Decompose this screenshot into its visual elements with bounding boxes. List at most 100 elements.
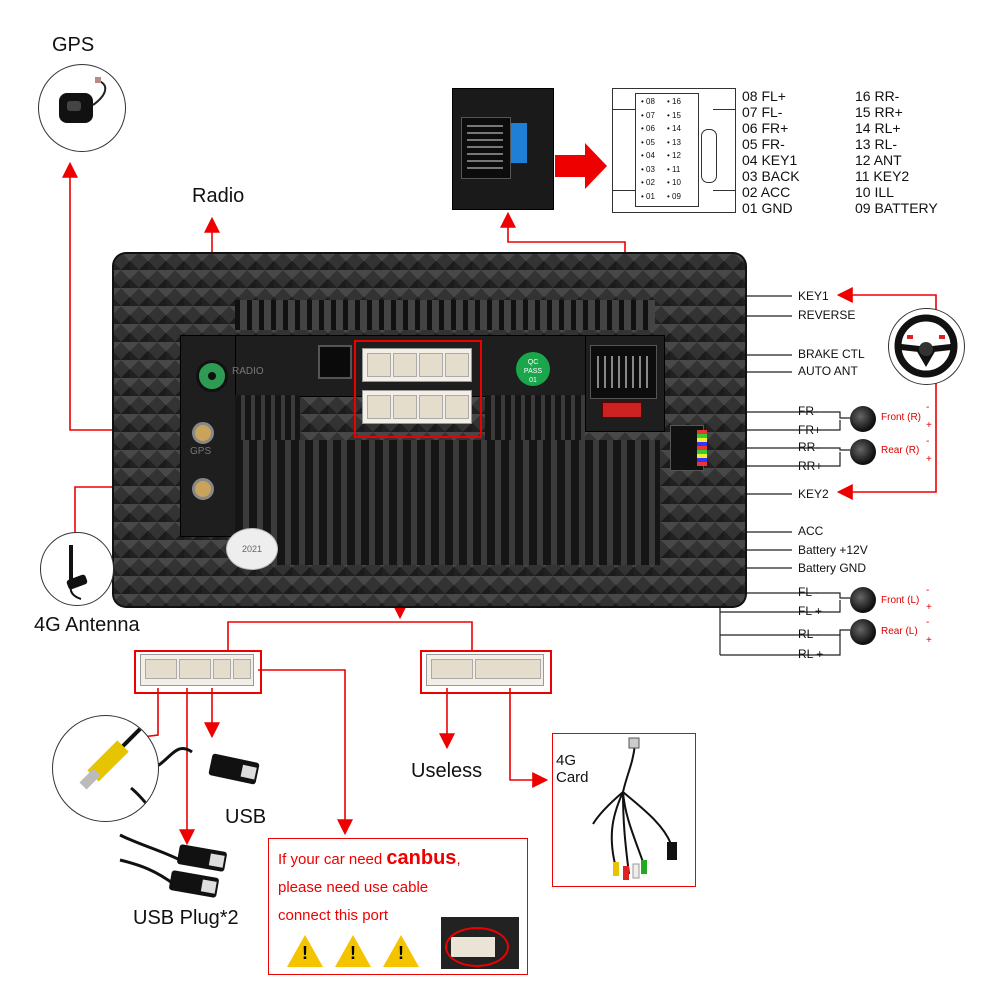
wire-auto-ant: AUTO ANT — [798, 364, 858, 378]
pin-number: • 11 — [667, 164, 681, 174]
wire-rl-plus: RL + — [798, 647, 824, 661]
pin-number: • 03 — [641, 164, 655, 174]
heatsink-top — [235, 300, 655, 330]
left-connector — [140, 654, 254, 686]
speaker-front-l-label: Front (L) — [881, 595, 920, 606]
pin-label: 15 RR+ — [855, 104, 903, 120]
wire-rr-plus: RR+ — [798, 459, 823, 473]
canbus-line-1-suffix: , — [456, 851, 461, 868]
warning-icon — [383, 935, 419, 967]
canbus-line-1: If your car need canbus, — [278, 847, 461, 870]
wire-rl-minus: RL - — [798, 627, 821, 641]
speaker-sign: - — [926, 402, 930, 413]
pin-label: 05 FR- — [742, 136, 785, 152]
right-connector-highlight — [420, 650, 552, 694]
harness-socket — [590, 345, 657, 399]
canbus-note-box: If your car need canbus, please need use… — [268, 838, 528, 975]
wire-battery-12v: Battery +12V — [798, 543, 868, 557]
wire-reverse: REVERSE — [798, 308, 856, 322]
gps-antenna-icon — [38, 64, 126, 152]
pin-number: • 15 — [667, 110, 681, 120]
speaker-sign: - — [926, 585, 930, 596]
heatsink-left — [235, 395, 300, 440]
speaker-front-l-icon — [850, 587, 876, 613]
pin-label: 02 ACC — [742, 184, 791, 200]
speaker-sign: - — [926, 436, 930, 447]
pin-label: 06 FR+ — [742, 120, 789, 136]
date-sticker: 2021 — [226, 528, 278, 570]
pin-number: • 09 — [667, 191, 681, 201]
pin-number: • 06 — [641, 124, 655, 133]
pin-label: 04 KEY1 — [742, 152, 798, 168]
useless-label: Useless — [411, 760, 483, 782]
wire-fl-minus: FL - — [798, 585, 819, 599]
steering-wheel-icon — [888, 308, 965, 385]
radio-port-icon — [196, 360, 228, 392]
harness-plug — [670, 425, 707, 471]
radio-label: Radio — [192, 185, 245, 207]
wire-key1: KEY1 — [798, 289, 829, 303]
split-line — [227, 621, 473, 650]
pin-label: 12 ANT — [855, 152, 902, 168]
pin-label: 08 FL+ — [742, 88, 786, 104]
speaker-front-r-label: Front (R) — [881, 412, 921, 423]
speaker-sign: + — [926, 420, 932, 431]
speaker-sign: - — [926, 617, 930, 628]
pin-number: • 13 — [667, 137, 681, 147]
wire-battery-gnd: Battery GND — [798, 561, 867, 575]
canbus-line — [258, 669, 353, 836]
wire-key2: KEY2 — [798, 487, 829, 501]
pin-label: 10 ILL — [855, 184, 894, 200]
pin-number: • 02 — [641, 178, 655, 187]
pin-number: • 05 — [641, 137, 655, 147]
pin-label: 14 RL+ — [855, 120, 901, 136]
center-connector-top — [362, 348, 472, 382]
4g-card-box: 4G Card — [552, 733, 696, 887]
fuse-icon — [602, 402, 642, 418]
wire-brake: BRAKE CTL — [798, 347, 865, 361]
wire-acc: ACC — [798, 524, 824, 538]
canbus-line-1-prefix: If your car need — [278, 851, 387, 868]
center-connector-bottom — [362, 390, 472, 424]
qc-pass-badge: QC PASS 01 — [516, 352, 550, 386]
pin-label: 16 RR- — [855, 88, 900, 104]
usb-plug-cable-2 — [119, 858, 176, 887]
speaker-rear-r-label: Rear (R) — [881, 445, 920, 456]
rca-connector-icon — [52, 715, 159, 822]
center-connector-highlight — [354, 340, 482, 438]
pin-number: • 01 — [641, 191, 655, 201]
pin-diagram: • 08• 07• 06• 05• 04• 03• 02• 01• 16• 15… — [612, 88, 736, 213]
pin-label: 09 BATTERY — [855, 200, 938, 216]
pin-number: • 16 — [667, 97, 681, 106]
wire-fr-minus: FR- — [798, 404, 818, 418]
qc-text-2: PASS — [523, 368, 543, 375]
pin-number: • 07 — [641, 110, 655, 120]
pin-number: • 12 — [667, 151, 681, 160]
pin-label: 03 BACK — [742, 168, 800, 184]
4g-antenna-icon — [40, 532, 114, 606]
speaker-rear-l-label: Rear (L) — [881, 626, 918, 637]
unit-gps-text: GPS — [190, 446, 212, 457]
canbus-port-photo — [441, 917, 519, 969]
card-line — [509, 688, 549, 788]
big-arrow — [555, 143, 607, 189]
key2-line — [836, 370, 937, 500]
speaker-sign: + — [926, 635, 932, 646]
pin-label: 11 KEY2 — [855, 168, 910, 184]
pin-number: • 04 — [641, 151, 655, 160]
wire-fr-plus: FR+ — [798, 423, 822, 437]
unit-radio-text: RADIO — [232, 366, 264, 377]
4g-card-label-1: 4G — [556, 752, 577, 769]
gps-label: GPS — [52, 34, 95, 56]
pin-label: 07 FL- — [742, 104, 783, 120]
warning-icon — [287, 935, 323, 967]
qc-text-1: QC — [527, 359, 539, 366]
right-connector — [426, 654, 544, 686]
antenna-label: 4G Antenna — [34, 614, 140, 636]
gps-port-icon — [192, 422, 214, 444]
pin-number: • 14 — [667, 124, 681, 133]
usb-plug-cable-1 — [119, 833, 181, 862]
wire-fl-plus: FL + — [798, 604, 822, 618]
speaker-sign: + — [926, 602, 932, 613]
usb-plug-label: USB Plug*2 — [133, 907, 239, 929]
